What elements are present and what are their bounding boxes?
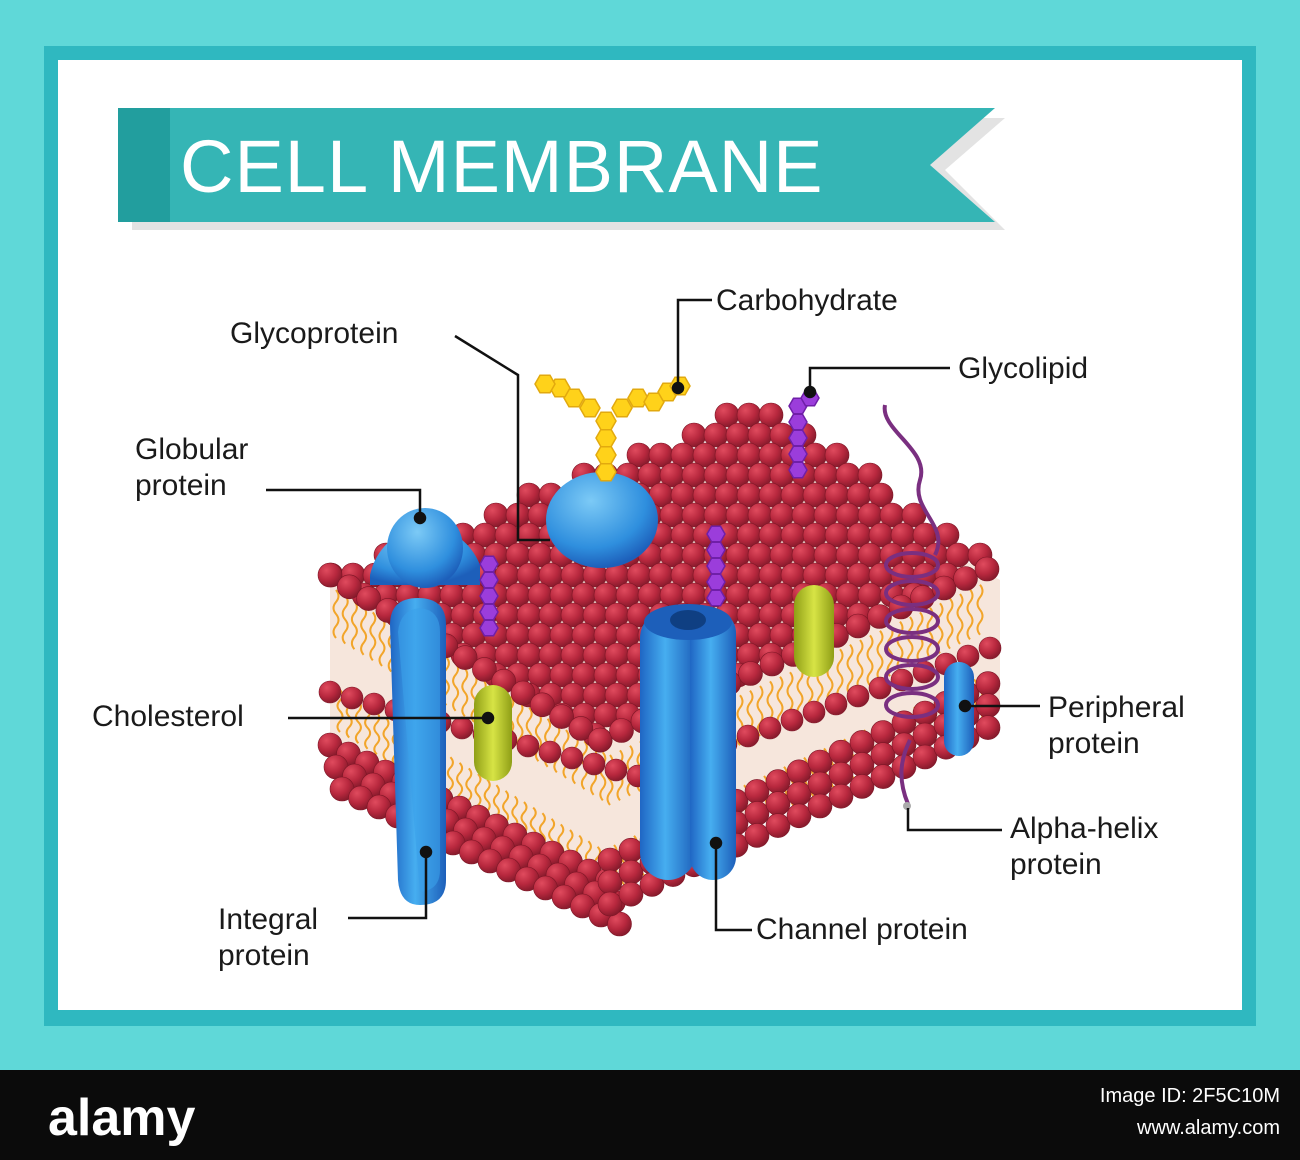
footer-logo: alamy <box>48 1089 196 1147</box>
leader-alpha-helix <box>906 808 1002 832</box>
leader-glycolipid <box>808 366 950 392</box>
footer-meta: Image ID: 2F5C10M www.alamy.com <box>1040 1080 1280 1144</box>
leader-carbohydrate <box>676 298 712 388</box>
title-banner <box>118 108 1005 230</box>
label-channel-protein: Channel protein <box>756 913 968 946</box>
page-title: CELL MEMBRANE <box>180 125 824 208</box>
footer-site: www.alamy.com <box>1137 1117 1280 1139</box>
alpha-helix-protein-shape <box>882 404 941 810</box>
leader-channel <box>714 843 752 932</box>
integral-protein <box>390 598 446 905</box>
globular-protein-center <box>546 472 658 568</box>
label-carbohydrate: Carbohydrate <box>716 284 898 317</box>
label-glycolipid: Glycolipid <box>958 352 1089 385</box>
label-cholesterol: Cholesterol <box>92 700 244 733</box>
peripheral-protein-shape <box>944 662 974 756</box>
label-glycoprotein: Glycoprotein <box>230 317 399 350</box>
globular-protein-left <box>370 508 480 588</box>
label-peripheral-protein: Peripheral protein <box>1048 691 1185 760</box>
leader-integral <box>348 852 428 920</box>
leader-globular <box>266 488 422 518</box>
banner-ribbon <box>118 108 995 222</box>
carbohydrate-chain <box>534 374 691 482</box>
watermark-footer: alamy Image ID: 2F5C10M www.alamy.com <box>0 1070 1300 1160</box>
leader-glycoprotein <box>454 334 550 542</box>
leader-lines <box>266 298 1040 932</box>
footer-image-id: Image ID: 2F5C10M <box>1099 1085 1280 1107</box>
banner-end-cap <box>118 108 170 222</box>
label-globular-protein: Globular protein <box>135 433 249 502</box>
cholesterol-right <box>794 585 834 677</box>
label-alpha-helix-protein: Alpha-helix protein <box>1010 812 1159 881</box>
channel-protein <box>640 604 736 880</box>
cholesterol-left <box>474 685 512 781</box>
label-integral-protein: Integral protein <box>218 903 319 972</box>
